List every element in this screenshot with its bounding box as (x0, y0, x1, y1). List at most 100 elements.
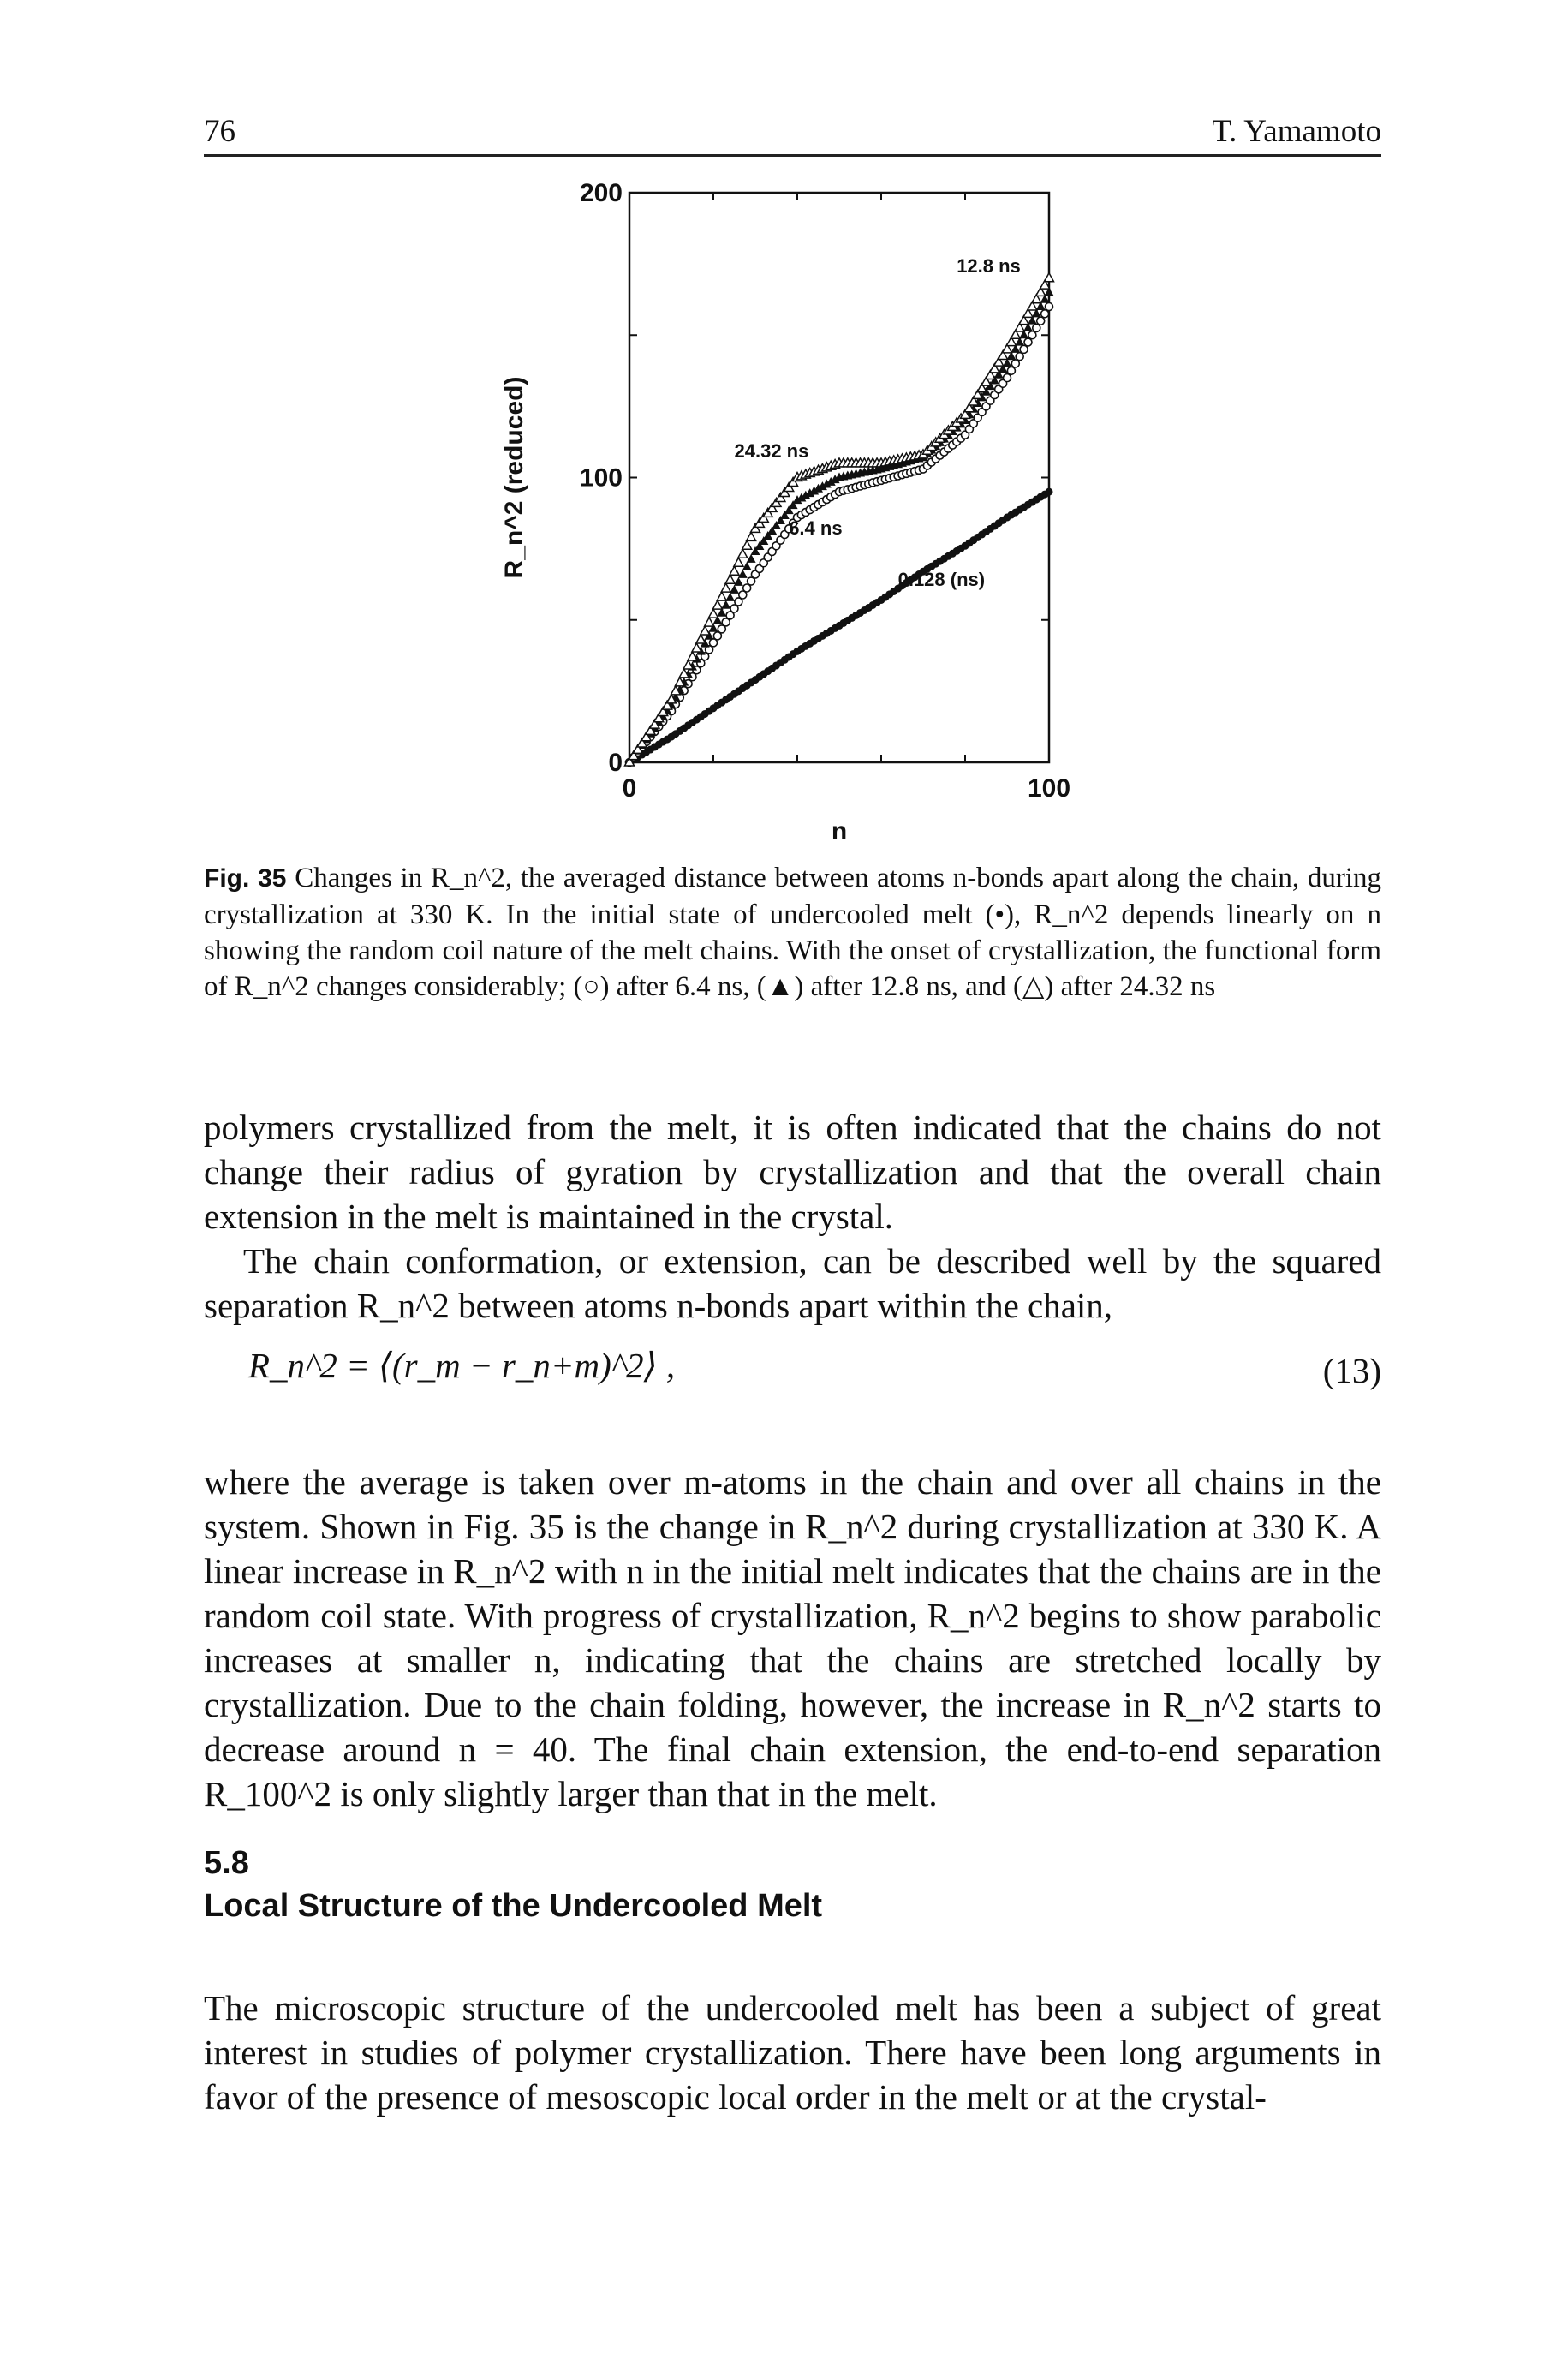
y-tick-label: 200 (580, 179, 623, 207)
data-point (1015, 351, 1025, 361)
data-point (728, 564, 741, 576)
equation-number: (13) (1322, 1351, 1381, 1390)
paragraph-2: The chain conformation, or extension, ca… (204, 1241, 1381, 1325)
data-point (670, 684, 682, 696)
data-point (1023, 322, 1033, 331)
data-point (826, 476, 836, 486)
data-point (1026, 300, 1039, 311)
data-point (704, 645, 714, 654)
figure-caption: Fig. 35 Changes in R_n^2, the averaged d… (204, 860, 1381, 1005)
plot-annotation: 12.8 ns (957, 255, 1021, 277)
data-point (1034, 285, 1046, 297)
data-point (975, 382, 988, 393)
caption-text: Changes in R_n^2, the averaged distance … (204, 863, 1382, 1002)
data-point (707, 607, 719, 618)
data-point (1043, 272, 1055, 283)
data-point (770, 496, 783, 508)
data-point (749, 522, 761, 534)
data-point (763, 530, 773, 540)
data-point (745, 530, 757, 542)
data-point (788, 500, 798, 510)
data-point (783, 481, 795, 493)
data-point (1017, 314, 1030, 325)
data-point (712, 599, 724, 610)
data-point (746, 553, 756, 563)
data-point (1011, 359, 1021, 368)
data-point (1031, 323, 1041, 333)
data-point (758, 511, 770, 523)
data-point (787, 475, 799, 487)
data-point (761, 506, 774, 518)
data-point (737, 569, 748, 578)
data-point (732, 556, 745, 567)
data-point (1005, 336, 1017, 347)
data-point (674, 676, 686, 687)
data-point (677, 667, 690, 678)
equation-13: R_n^2 = ⟨(r_m − r_n+m)^2⟩ , (13) (248, 1345, 1381, 1405)
data-point (984, 368, 997, 380)
data-point (1039, 278, 1051, 290)
equation-body: R_n^2 = ⟨(r_m − r_n+m)^2⟩ , (248, 1346, 676, 1385)
data-point (644, 724, 657, 736)
x-tick-label: 0 (623, 774, 637, 803)
data-point (1027, 315, 1037, 325)
paragraph-4: The microscopic structure of the underco… (204, 1988, 1381, 2117)
plot-annotation: 6.4 ns (789, 517, 842, 539)
data-point (717, 624, 727, 634)
data-point (767, 526, 778, 535)
section-title: Local Structure of the Undercooled Melt (204, 1888, 823, 1924)
data-point (750, 546, 760, 555)
data-point (1010, 328, 1022, 339)
plot-annotation: 24.32 ns (735, 440, 809, 462)
data-point (1006, 351, 1017, 361)
data-point (774, 491, 787, 503)
data-point (1023, 337, 1033, 347)
data-point (661, 699, 673, 710)
data-point (784, 505, 794, 515)
data-point (779, 511, 790, 520)
data-point (817, 481, 827, 491)
data-point (796, 493, 807, 502)
data-point (712, 615, 723, 624)
data-point (665, 693, 677, 704)
x-axis-label: n (832, 817, 847, 845)
data-point (632, 743, 644, 755)
data-point (716, 590, 728, 601)
data-point (830, 475, 840, 484)
data-point (772, 521, 781, 530)
data-point (699, 624, 711, 636)
data-point (742, 561, 752, 570)
series-open-triangle (623, 272, 1055, 767)
y-tick-label: 100 (580, 464, 623, 493)
page-number: 76 (204, 114, 235, 149)
data-point (1044, 287, 1054, 296)
data-point (717, 607, 727, 617)
data-point (1044, 302, 1054, 312)
data-point (657, 705, 669, 717)
plot-marks (623, 272, 1055, 767)
data-point (1040, 294, 1050, 303)
data-point (805, 488, 815, 498)
data-point (682, 659, 695, 670)
data-point (721, 600, 731, 609)
data-point (1035, 302, 1046, 310)
data-point (997, 349, 1009, 361)
data-point (730, 584, 739, 594)
data-point (703, 616, 715, 627)
data-point (989, 375, 999, 385)
data-point (988, 362, 1001, 373)
plot-annotation: 0.128 (ns) (898, 569, 986, 590)
data-point (1019, 344, 1028, 355)
data-point (963, 402, 975, 413)
data-point (721, 618, 731, 627)
data-point (648, 718, 661, 729)
series-filled-circle (625, 487, 1053, 767)
data-point (814, 483, 823, 493)
paragraph-1: polymers crystallized from the melt, it … (204, 1108, 1381, 1236)
data-point (980, 375, 993, 386)
data-point (733, 576, 743, 586)
data-point (993, 369, 1004, 379)
data-point (635, 737, 648, 748)
running-author: T. Yamamoto (1212, 114, 1381, 149)
